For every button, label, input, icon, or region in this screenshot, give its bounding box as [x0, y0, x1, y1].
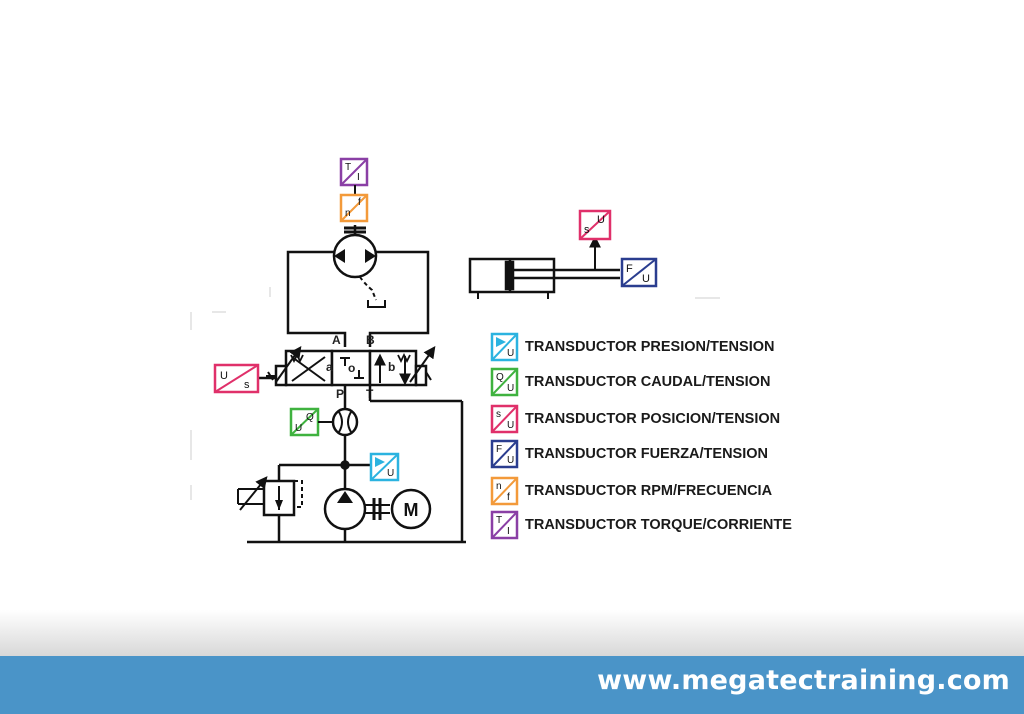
cylinder-position-transducer-box: s U [578, 209, 612, 241]
legend-symbol-top: n [496, 481, 502, 492]
legend-symbol-bottom: U [507, 383, 514, 394]
legend-symbol-top: Q [496, 372, 504, 383]
legend-label-caudal: TRANSDUCTOR CAUDAL/TENSION [525, 374, 770, 390]
legend-label-torque: TRANSDUCTOR TORQUE/CORRIENTE [525, 517, 792, 533]
legend-label-posicion: TRANSDUCTOR POSICION/TENSION [525, 411, 780, 427]
footer-bar: www.megatectraining.com [0, 656, 1024, 714]
legend-swatch-diagonal [491, 511, 518, 539]
cyl-force-box-bottom: U [642, 273, 650, 285]
pressure-transducer-box: U [369, 452, 400, 482]
legend-symbol-top: s [496, 409, 501, 420]
website-url[interactable]: www.megatectraining.com [597, 665, 1010, 696]
flow-box-top: Q [306, 412, 314, 423]
rpm-transducer-box: n f [339, 193, 369, 223]
legend-label-fuerza: TRANSDUCTOR FUERZA/TENSION [525, 446, 768, 462]
flow-transducer-box: Q U [289, 407, 320, 437]
torque-box-top: T [345, 162, 351, 173]
legend-symbol-bottom: U [507, 420, 514, 431]
cyl-force-box-top: F [626, 263, 633, 275]
legend-item-caudal: QU TRANSDUCTOR CAUDAL/TENSION [490, 367, 770, 397]
hydraulic-motor [286, 225, 430, 347]
valve-position-transducer-box: U s [213, 363, 260, 394]
torque-transducer-box: T I [339, 157, 369, 187]
port-p-label: P [336, 387, 344, 401]
legend-item-posicion: sU TRANSDUCTOR POSICION/TENSION [490, 404, 780, 434]
flow-box-bottom: U [295, 423, 302, 434]
hydraulic-cylinder [468, 235, 620, 299]
pressure-triangle-icon [496, 337, 506, 347]
legend-item-rpm: nf TRANSDUCTOR RPM/FRECUENCIA [490, 476, 773, 506]
directional-control-valve [258, 346, 436, 387]
electric-motor-label: M [404, 500, 419, 520]
cyl-position-box-top: s [584, 224, 590, 236]
legend-swatch-diagonal [491, 477, 518, 505]
legend-swatch-diagonal [491, 405, 518, 433]
spool-b-label: b [388, 360, 395, 374]
torque-box-bottom: I [357, 172, 360, 183]
legend-symbol-bottom: U [507, 348, 514, 359]
valve-position-box-top: U [220, 370, 228, 382]
legend-swatch-diagonal [491, 333, 518, 361]
legend-item-fuerza: FU TRANSDUCTOR FUERZA/TENSION [490, 439, 768, 469]
legend-swatch-diagonal [491, 440, 518, 468]
legend-symbol-top: T [496, 515, 502, 526]
legend-symbol-top: F [496, 444, 502, 455]
port-b-label: B [366, 333, 375, 347]
legend-label-presion: TRANSDUCTOR PRESION/TENSION [525, 339, 774, 355]
cyl-position-box-bottom: U [597, 214, 605, 226]
spool-o-label: o [348, 361, 355, 375]
legend-symbol-bottom: f [507, 492, 510, 503]
spool-a-label: a [326, 360, 333, 374]
scan-marks [190, 287, 720, 500]
pressure-box-bottom: U [387, 468, 394, 479]
legend-label-rpm: TRANSDUCTOR RPM/FRECUENCIA [525, 483, 773, 499]
port-a-label: A [332, 333, 341, 347]
supply-circuit [237, 385, 466, 544]
legend-item-torque: TI TRANSDUCTOR TORQUE/CORRIENTE [490, 510, 792, 540]
cylinder-force-transducer-box: F U [620, 257, 658, 288]
rpm-box-bottom: f [358, 197, 361, 208]
legend-symbol-bottom: U [507, 455, 514, 466]
legend-item-presion: U TRANSDUCTOR PRESION/TENSION [490, 332, 774, 362]
legend-swatch-diagonal [491, 368, 518, 396]
valve-position-box-bottom: s [244, 379, 250, 391]
footer-fade [0, 610, 1024, 658]
rpm-box-top: n [345, 208, 351, 219]
legend-symbol-bottom: I [507, 526, 510, 537]
